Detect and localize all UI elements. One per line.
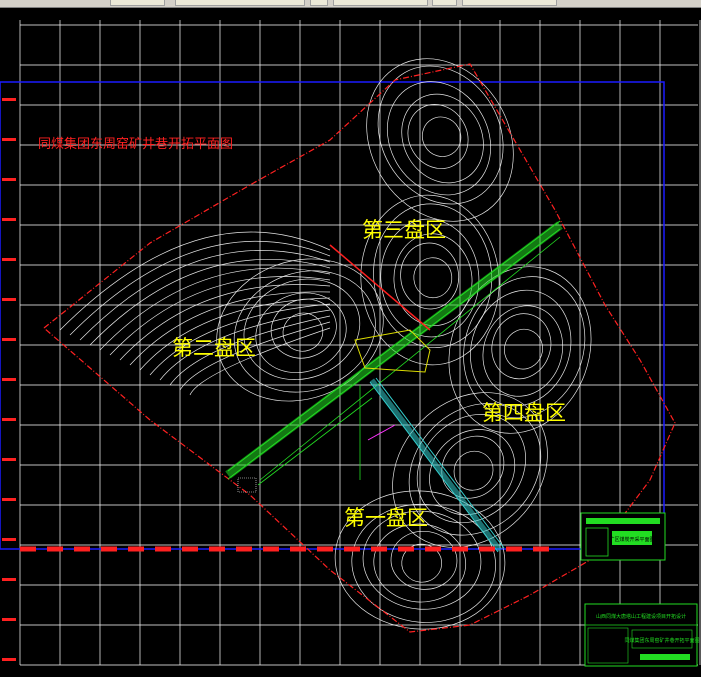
contour-line: [421, 116, 462, 157]
contour-line: [377, 65, 504, 205]
contour-line: [463, 276, 586, 419]
contour-line: [109, 276, 331, 356]
contour-line: [129, 291, 331, 366]
contour-line: [351, 503, 496, 623]
zone-label-3: 第三盘区: [362, 218, 446, 242]
contour-line: [393, 233, 473, 327]
contour-line: [407, 104, 469, 169]
title-block-a-caption: 扩区煤炭开采平面图: [609, 536, 654, 543]
contour-line: [482, 305, 564, 397]
ruler-tick: [2, 178, 16, 181]
contour-line: [429, 429, 516, 516]
toolbar-button-2[interactable]: [175, 0, 305, 6]
zone-label-2: 第二盘区: [172, 336, 256, 360]
ruler-tick: [2, 458, 16, 461]
contour-line: [401, 93, 484, 184]
contour-line: [255, 292, 347, 374]
contour-line: [189, 327, 331, 396]
contour-line: [413, 257, 453, 299]
contour-line: [448, 266, 592, 434]
contour-line: [149, 303, 331, 376]
hatched-area: [237, 477, 257, 493]
contour-line: [139, 297, 331, 371]
toolbar-button-4[interactable]: [333, 0, 428, 6]
left-ruler: [2, 98, 16, 661]
title-block-b-header: 山西同煤大唐塔山工程建设项目开拓设计: [596, 613, 686, 620]
ruler-tick: [2, 538, 16, 541]
contour-line: [59, 231, 331, 331]
toolbar-button-6[interactable]: [462, 0, 557, 6]
contour-line: [401, 543, 443, 583]
contour-line: [282, 312, 324, 352]
contour-line: [179, 321, 331, 391]
contour-line: [380, 218, 480, 338]
ruler-tick: [2, 258, 16, 261]
industrial-site: [354, 329, 431, 373]
contour-line: [216, 258, 384, 402]
toolbar-button-3[interactable]: [310, 0, 328, 6]
cyan-roadway: [369, 377, 505, 553]
contour-line: [504, 328, 543, 370]
drawing-title: 同煤集团东周窑矿井巷开拓平面图: [38, 136, 233, 152]
ruler-tick: [2, 418, 16, 421]
title-block-b: 山西同煤大唐塔山工程建设项目开拓设计 同煤集团东周窑矿井巷开拓平面图: [584, 603, 700, 667]
zone-label-1: 第一盘区: [344, 506, 428, 530]
contour-line: [366, 58, 514, 222]
contour-line: [243, 278, 361, 380]
magenta-line: [367, 424, 396, 441]
ruler-tick: [2, 378, 16, 381]
ruler-tick: [2, 498, 16, 501]
contour-line: [416, 414, 526, 524]
contour-line: [159, 309, 331, 381]
ruler-tick: [2, 618, 16, 621]
contour-line: [453, 450, 494, 491]
contour-line: [79, 250, 331, 341]
contour-line: [390, 530, 458, 590]
contour-line: [233, 270, 376, 393]
coordinate-grid: [19, 20, 701, 666]
contour-line: [491, 313, 552, 380]
contour-line: [362, 510, 482, 610]
contour-line: [334, 490, 506, 630]
cad-toolbar: [0, 0, 701, 8]
map-frame: [0, 81, 665, 550]
mine-boundary: [43, 63, 676, 633]
ruler-tick: [2, 98, 16, 101]
toolbar-button-5[interactable]: [432, 0, 457, 6]
zone-label-4: 第四盘区: [482, 401, 566, 425]
ruler-tick: [2, 578, 16, 581]
contour-line: [99, 267, 331, 351]
contour-line: [373, 203, 493, 349]
contour-line: [392, 392, 548, 548]
contour-line: [89, 258, 331, 346]
ruler-tick: [2, 138, 16, 141]
contour-line: [441, 435, 505, 499]
contour-lines: [59, 58, 592, 630]
drawing-svg: 同煤集团东周窑矿井巷开拓平面图 第三盘区 第二盘区 第四盘区 第一盘区 扩区煤炭…: [0, 20, 701, 667]
title-block-b-caption: 同煤集团东周窑矿井巷开拓平面图: [624, 637, 699, 644]
contour-line: [470, 289, 572, 407]
contour-line: [400, 242, 460, 310]
contour-line: [386, 81, 492, 196]
ruler-tick: [2, 658, 16, 661]
contour-line: [270, 298, 337, 359]
cad-drawing-canvas[interactable]: 同煤集团东周窑矿井巷开拓平面图 第三盘区 第二盘区 第四盘区 第一盘区 扩区煤炭…: [0, 8, 701, 673]
red-section-line: [329, 244, 431, 331]
ruler-tick: [2, 298, 16, 301]
ruler-tick: [2, 338, 16, 341]
title-block-a: 扩区煤炭开采平面图: [580, 512, 666, 561]
contour-line: [119, 284, 331, 361]
contour-line: [373, 523, 467, 603]
main-roadway: [225, 220, 563, 486]
contour-line: [69, 240, 331, 336]
contour-line: [169, 315, 331, 386]
ruler-tick: [2, 218, 16, 221]
contour-line: [408, 403, 542, 536]
toolbar-button-1[interactable]: [110, 0, 165, 6]
